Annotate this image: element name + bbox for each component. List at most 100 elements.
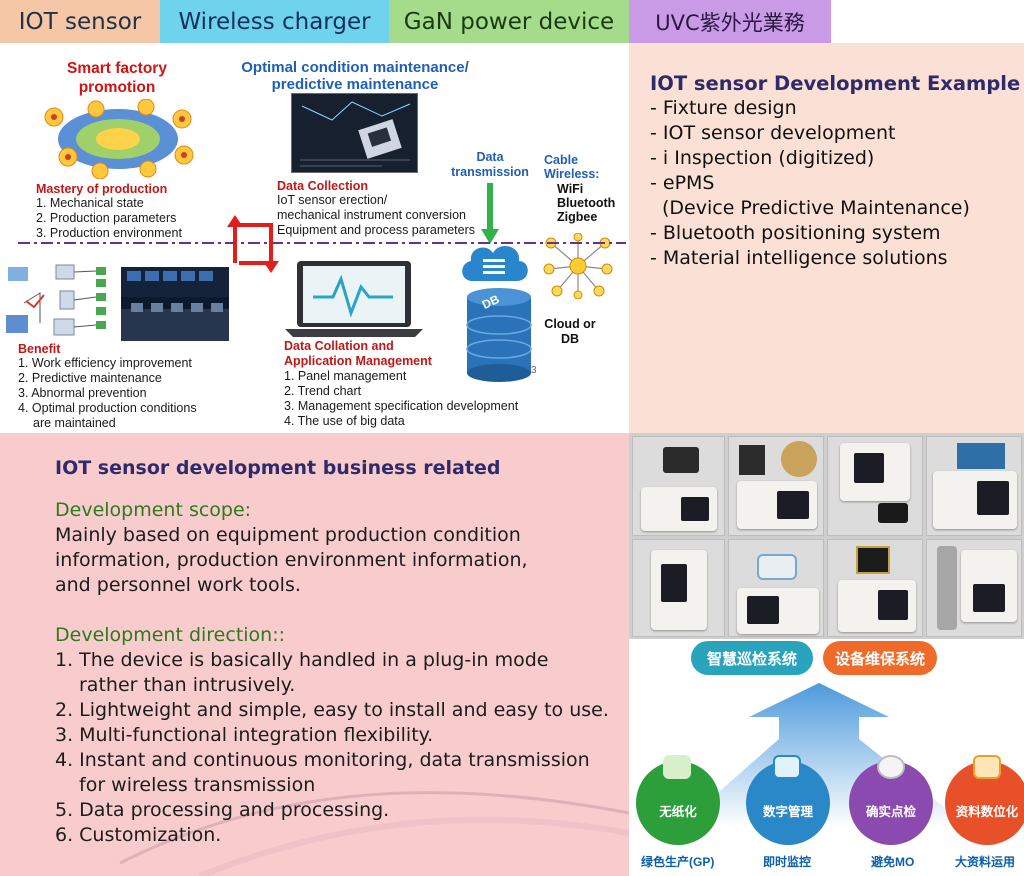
smart-factory-line1: Smart factory	[67, 60, 167, 77]
inspection-circle: 确实点检	[849, 761, 933, 845]
magnifier-icon	[877, 755, 905, 779]
example-item: (Device Predictive Maintenance)	[662, 197, 970, 219]
tab-gan-power-device[interactable]: GaN power device	[389, 0, 629, 43]
data-transmission-line2: transmission	[451, 165, 529, 179]
device-photo	[926, 436, 1022, 536]
process-flow-icon	[6, 264, 106, 336]
data-transmission-line1: Data	[476, 150, 504, 164]
circle-caption: 绿色生产(GP)	[641, 855, 715, 869]
equipment-maintenance-system-pill[interactable]: 设备维保系统	[823, 641, 937, 675]
optimal-line2: predictive maintenance	[271, 76, 439, 93]
benefit-item: are maintained	[33, 416, 116, 430]
zigbee-label: Zigbee	[557, 210, 598, 224]
cloud-monitor-icon	[773, 755, 801, 779]
tab-iot-sensor[interactable]: IOT sensor	[0, 0, 160, 43]
cloud-db-label: Cloud or DB	[539, 317, 601, 347]
direction-line: 4. Instant and continuous monitoring, da…	[55, 749, 590, 771]
benefit-item: 2. Predictive maintenance	[18, 371, 162, 385]
direction-line: rather than intrusively.	[79, 674, 296, 696]
example-item: - IOT sensor development	[650, 122, 896, 144]
circle-caption: 避免MO	[871, 855, 915, 869]
mastery-item: 3. Production environment	[36, 226, 182, 240]
benefit-item: 1. Work efficiency improvement	[18, 356, 192, 370]
control-room-icon	[121, 267, 229, 341]
page-number: 3	[531, 365, 537, 376]
circle-label: 确实点检	[865, 804, 916, 819]
cycle-arrows-icon	[227, 215, 279, 273]
device-photo	[827, 539, 923, 637]
cable-wireless-label: Cable Wireless:	[544, 153, 599, 181]
device-photo	[632, 436, 725, 536]
direction-block: Development direction:: 1. The device is…	[55, 623, 609, 848]
mastery-block: Mastery of production 1. Mechanical stat…	[36, 182, 182, 241]
direction-line: 2. Lightweight and simple, easy to insta…	[55, 699, 609, 721]
mastery-title: Mastery of production	[36, 182, 168, 196]
stage-divider	[18, 242, 626, 244]
bluetooth-label: Bluetooth	[557, 196, 616, 210]
optimal-line1: Optimal condition maintenance/	[241, 59, 469, 76]
benefit-item: 3. Abnormal prevention	[18, 386, 147, 400]
wifi-label: WiFi	[557, 182, 584, 196]
paperless-circle: 无纸化	[636, 761, 720, 845]
tab-wireless-charger[interactable]: Wireless charger	[160, 0, 389, 43]
example-item: - Fixture design	[650, 97, 797, 119]
device-photo-grid	[629, 433, 1024, 639]
example-panel: IOT sensor Development Example - Fixture…	[629, 43, 1024, 433]
cable-line: Cable	[544, 153, 579, 167]
collation-item: 1. Panel management	[284, 369, 407, 383]
business-title: IOT sensor development business related	[55, 457, 501, 479]
device-photo	[728, 436, 824, 536]
mastery-item: 2. Production parameters	[36, 211, 177, 225]
data-collection-title: Data Collection	[277, 179, 368, 193]
circle-caption: 大资料运用	[955, 855, 1016, 869]
scope-block: Development scope: Mainly based on equip…	[55, 498, 528, 598]
system-graphic: 智慧巡检系统 设备维保系统 无纸化 数字管理 确实点检 资料数位化 绿色生产(G…	[629, 639, 1024, 876]
decorative-swoosh	[119, 791, 629, 876]
direction-heading: Development direction::	[55, 624, 286, 646]
tab-uvc[interactable]: UVC紫外光業務	[629, 0, 831, 43]
scope-line: and personnel work tools.	[55, 574, 301, 596]
example-item: - Material intelligence solutions	[650, 247, 948, 269]
collation-item: 4. The use of big data	[284, 414, 405, 428]
example-item: - i Inspection (digitized)	[650, 147, 875, 169]
gear-map-icon	[44, 99, 194, 179]
device-photo	[926, 539, 1022, 637]
scope-line: Mainly based on equipment production con…	[55, 524, 521, 546]
data-collection-item: mechanical instrument conversion	[277, 208, 466, 222]
wireless-line: Wireless:	[544, 167, 600, 181]
example-item: - Bluetooth positioning system	[650, 222, 941, 244]
collation-title-line1: Data Collation and	[284, 339, 394, 353]
transmission-arrow	[481, 183, 499, 244]
benefit-title: Benefit	[18, 342, 61, 356]
direction-line: 5. Data processing and processing.	[55, 799, 390, 821]
eco-icon	[663, 755, 691, 779]
example-list: - Fixture design - IOT sensor developmen…	[650, 96, 970, 271]
example-title: IOT sensor Development Example	[650, 72, 1021, 95]
circle-label: 数字管理	[762, 804, 813, 819]
data-collection-item: IoT sensor erection/	[277, 193, 388, 207]
direction-line: for wireless transmission	[79, 774, 316, 796]
direction-line: 3. Multi-functional integration flexibil…	[55, 724, 434, 746]
circle-caption: 即时监控	[763, 855, 812, 869]
example-item: - ePMS	[650, 172, 715, 194]
device-photo	[827, 436, 923, 536]
database-icon	[466, 288, 532, 382]
iot-diagram-panel: Smart factory promotion Optimal conditio…	[0, 43, 629, 433]
direction-line: 6. Customization.	[55, 824, 222, 846]
data-transmission-label: Data transmission	[448, 150, 532, 180]
device-photo	[632, 539, 725, 637]
cloud-or-line: Cloud or	[544, 317, 596, 331]
wireless-types: WiFi Bluetooth Zigbee	[557, 182, 615, 224]
collation-block: Data Collation and Application Managemen…	[284, 339, 518, 429]
mastery-item: 1. Mechanical state	[36, 196, 144, 210]
data-icon	[973, 755, 1001, 779]
circle-label: 资料数位化	[955, 804, 1019, 819]
collation-title-line2: Application Management	[284, 354, 432, 368]
data-collection-block: Data Collection IoT sensor erection/ mec…	[277, 179, 475, 238]
device-photo	[728, 539, 824, 637]
smart-inspection-system-pill[interactable]: 智慧巡检系统	[691, 641, 813, 675]
collation-item: 3. Management specification development	[284, 399, 519, 413]
business-panel: IOT sensor development business related …	[0, 433, 629, 876]
laptop-waveform-icon	[285, 261, 423, 337]
db-line: DB	[560, 332, 580, 346]
